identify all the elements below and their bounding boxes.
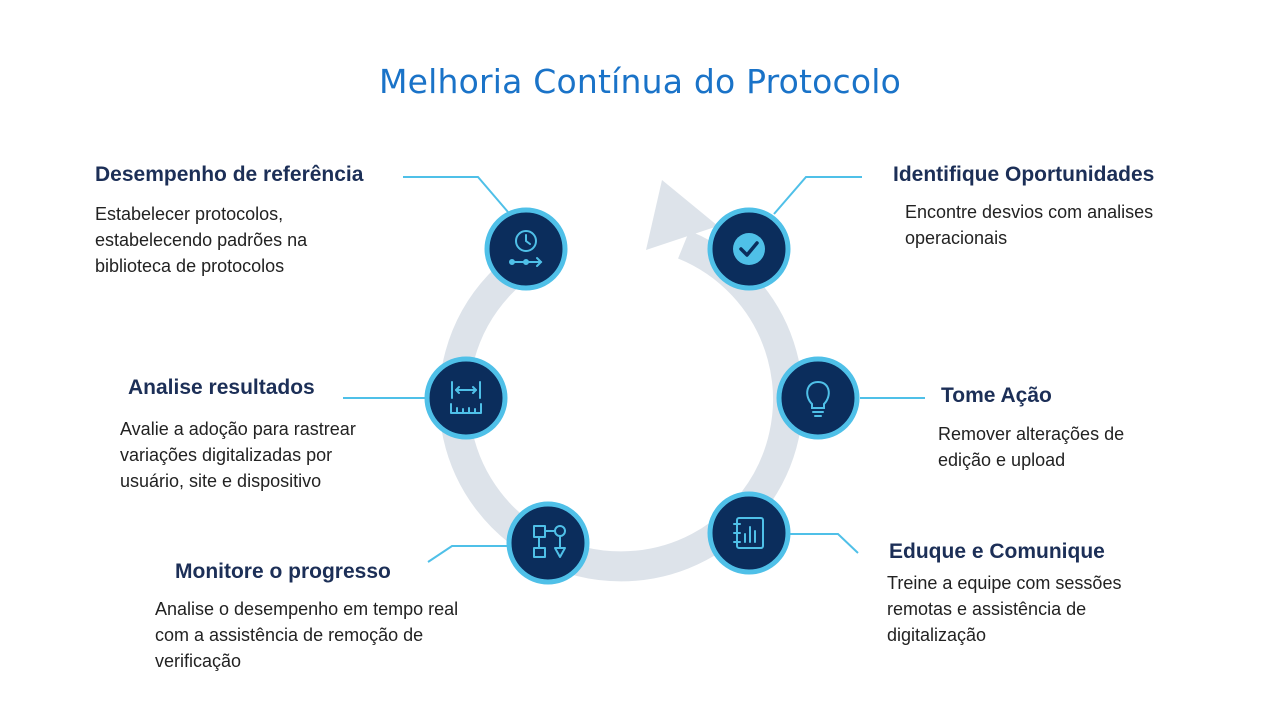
node-baseline: [484, 207, 568, 291]
connector-educate: [790, 533, 859, 554]
cycle-arrowhead: [646, 180, 718, 250]
stage-educate-description: Treine a equipe com sessões remotas e as…: [887, 573, 1122, 645]
page-title: Melhoria Contínua do Protocolo: [378, 62, 902, 101]
stage-monitor-title: Monitore o progresso: [175, 560, 391, 583]
connector-identify: [773, 176, 862, 215]
stage-educate-title: Eduque e Comunique: [889, 540, 1105, 563]
stage-baseline-title: Desempenho de referência: [95, 163, 364, 186]
stage-act-title: Tome Ação: [941, 384, 1052, 407]
stage-identify-description: Encontre desvios com analises operaciona…: [905, 202, 1154, 248]
node-act: [776, 356, 860, 440]
stage-analyze-title: Analise resultados: [128, 376, 315, 399]
flowchart-icon: [533, 525, 566, 558]
node-monitor: [506, 501, 590, 585]
lightbulb-icon: [806, 380, 830, 417]
connector-baseline: [403, 176, 509, 213]
clock-timeline-icon: [509, 230, 543, 267]
node-educate: [707, 491, 791, 575]
node-identify: [707, 207, 791, 291]
stage-monitor-description: Analise o desempenho em tempo real com a…: [155, 599, 459, 671]
report-notebook-icon: [733, 517, 764, 549]
ruler-measure-icon: [450, 381, 482, 414]
cycle-arrow: [439, 230, 803, 582]
node-analyze: [424, 356, 508, 440]
stage-analyze-description: Avalie a adoção para rastrear variações …: [120, 419, 356, 491]
stage-baseline-description: Estabelecer protocolos, estabelecendo pa…: [95, 204, 308, 276]
checkmark-icon: [733, 233, 765, 265]
connector-monitor: [427, 545, 512, 563]
stage-identify-title: Identifique Oportunidades: [893, 163, 1155, 186]
stage-act-description: Remover alterações de edição e upload: [938, 424, 1125, 470]
